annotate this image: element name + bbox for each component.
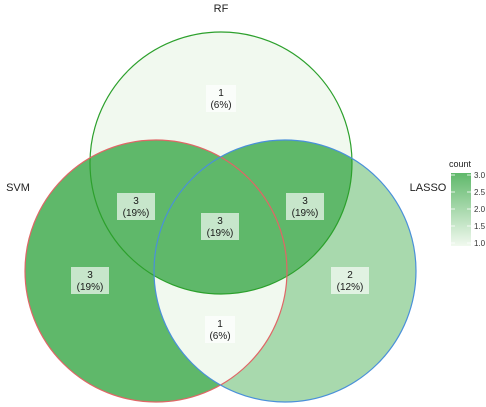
circle-outline-svm <box>24 139 288 403</box>
region-count: 3 <box>217 216 223 227</box>
region-label-rf-lasso: 3 (19%) <box>286 193 324 220</box>
legend-tick-label: 2.0 <box>474 205 486 214</box>
region-percent: (12%) <box>337 282 364 293</box>
region-percent: (19%) <box>77 282 104 293</box>
region-count: 3 <box>133 196 139 207</box>
region-count: 1 <box>218 88 224 99</box>
color-legend: count 3.0 2.5 2.0 1.5 1.0 <box>449 159 486 248</box>
region-count: 3 <box>87 270 93 281</box>
region-fill-all <box>154 140 287 294</box>
region-percent: (19%) <box>292 208 319 219</box>
region-count: 1 <box>217 319 223 330</box>
set-label-svm: SVM <box>6 182 30 194</box>
region-label-svm-only: 3 (19%) <box>71 267 109 294</box>
legend-tick-label: 3.0 <box>474 171 486 180</box>
region-label-rf-only: 1 (6%) <box>206 85 236 112</box>
circle-outline-rf <box>89 31 353 295</box>
legend-color-bar <box>451 173 471 246</box>
region-percent: (6%) <box>209 331 230 342</box>
region-label-lasso-only: 2 (12%) <box>331 267 369 294</box>
region-label-svm-lasso: 1 (6%) <box>205 316 235 343</box>
region-percent: (6%) <box>210 100 231 111</box>
legend-ticks: 3.0 2.5 2.0 1.5 1.0 <box>451 171 486 248</box>
legend-tick-label: 1.5 <box>474 222 486 231</box>
legend-tick-label: 1.0 <box>474 239 486 248</box>
region-label-all: 3 (19%) <box>201 213 239 240</box>
region-label-rf-svm: 3 (19%) <box>117 193 155 220</box>
set-label-lasso: LASSO <box>410 182 447 194</box>
set-label-rf: RF <box>214 3 229 15</box>
region-count: 2 <box>347 270 353 281</box>
region-count: 3 <box>302 196 308 207</box>
region-percent: (19%) <box>207 228 234 239</box>
region-percent: (19%) <box>123 208 150 219</box>
circle-outline-lasso <box>153 139 417 403</box>
legend-title: count <box>449 159 472 169</box>
legend-tick-label: 2.5 <box>474 188 486 197</box>
